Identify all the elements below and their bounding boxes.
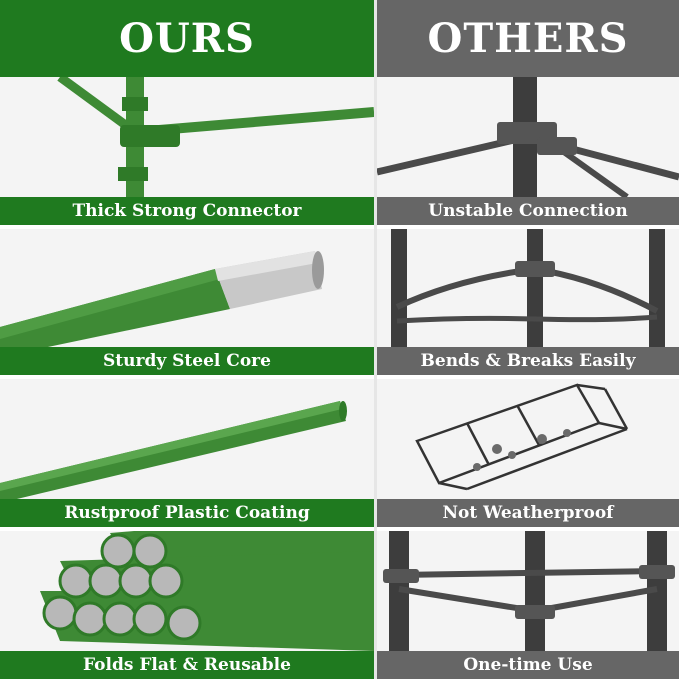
ours-caption-2: Sturdy Steel Core [0, 347, 374, 375]
others-caption-4: One-time Use [377, 651, 679, 679]
ours-caption-1: Thick Strong Connector [0, 197, 374, 225]
ours-steel-core-image [0, 229, 374, 347]
others-caption-1: Unstable Connection [377, 197, 679, 225]
ours-connector-image [0, 77, 374, 197]
ours-bundle-image [0, 531, 374, 651]
ours-caption-3: Rustproof Plastic Coating [0, 499, 374, 527]
ours-caption-4: Folds Flat & Reusable [0, 651, 374, 679]
others-frame-image [377, 531, 679, 651]
ours-coating-image [0, 379, 374, 499]
others-header: OTHERS [377, 0, 679, 77]
others-connector-image [377, 77, 679, 197]
ours-header: OURS [0, 0, 374, 77]
others-caption-3: Not Weatherproof [377, 499, 679, 527]
others-bends-image [377, 229, 679, 347]
others-rusted-cage-image [377, 379, 679, 499]
others-caption-2: Bends & Breaks Easily [377, 347, 679, 375]
column-divider [374, 0, 377, 679]
